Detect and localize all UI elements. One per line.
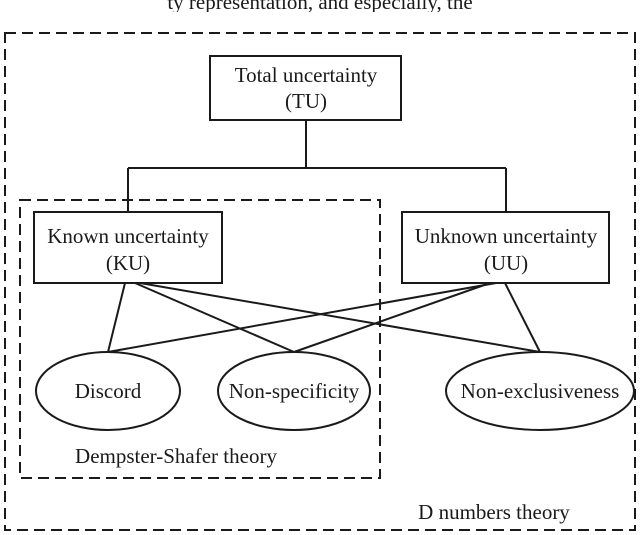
hierarchy-connectors: [127, 120, 507, 212]
total-uncertainty-abbrev: (TU): [285, 89, 327, 113]
non-specificity-label: Non-specificity: [229, 379, 360, 403]
known-uncertainty-label: Known uncertainty: [47, 224, 209, 248]
non-exclusiveness-label: Non-exclusiveness: [461, 379, 620, 403]
total-uncertainty-label: Total uncertainty: [235, 63, 378, 87]
dempster-shafer-theory-frame: [19, 199, 381, 479]
discord-label: Discord: [75, 379, 142, 403]
known-uncertainty-abbrev: (KU): [106, 251, 150, 275]
cropped-caption-text: ty representation, and especially, the: [167, 0, 473, 12]
dempster-shafer-theory-label: Dempster-Shafer theory: [75, 444, 277, 468]
unknown-uncertainty-label: Unknown uncertainty: [415, 224, 598, 248]
known-uncertainty-node: Known uncertainty (KU): [33, 211, 223, 284]
unknown-uncertainty-abbrev: (UU): [484, 251, 528, 275]
d-numbers-theory-label: D numbers theory: [418, 500, 570, 524]
non-exclusiveness-node: Non-exclusiveness: [445, 351, 635, 431]
non-specificity-node: Non-specificity: [217, 351, 371, 431]
discord-node: Discord: [35, 351, 181, 431]
relation-connectors: [107, 282, 541, 353]
d-numbers-theory-frame: [4, 32, 636, 531]
total-uncertainty-node: Total uncertainty (TU): [209, 55, 402, 121]
unknown-uncertainty-node: Unknown uncertainty (UU): [401, 211, 610, 284]
